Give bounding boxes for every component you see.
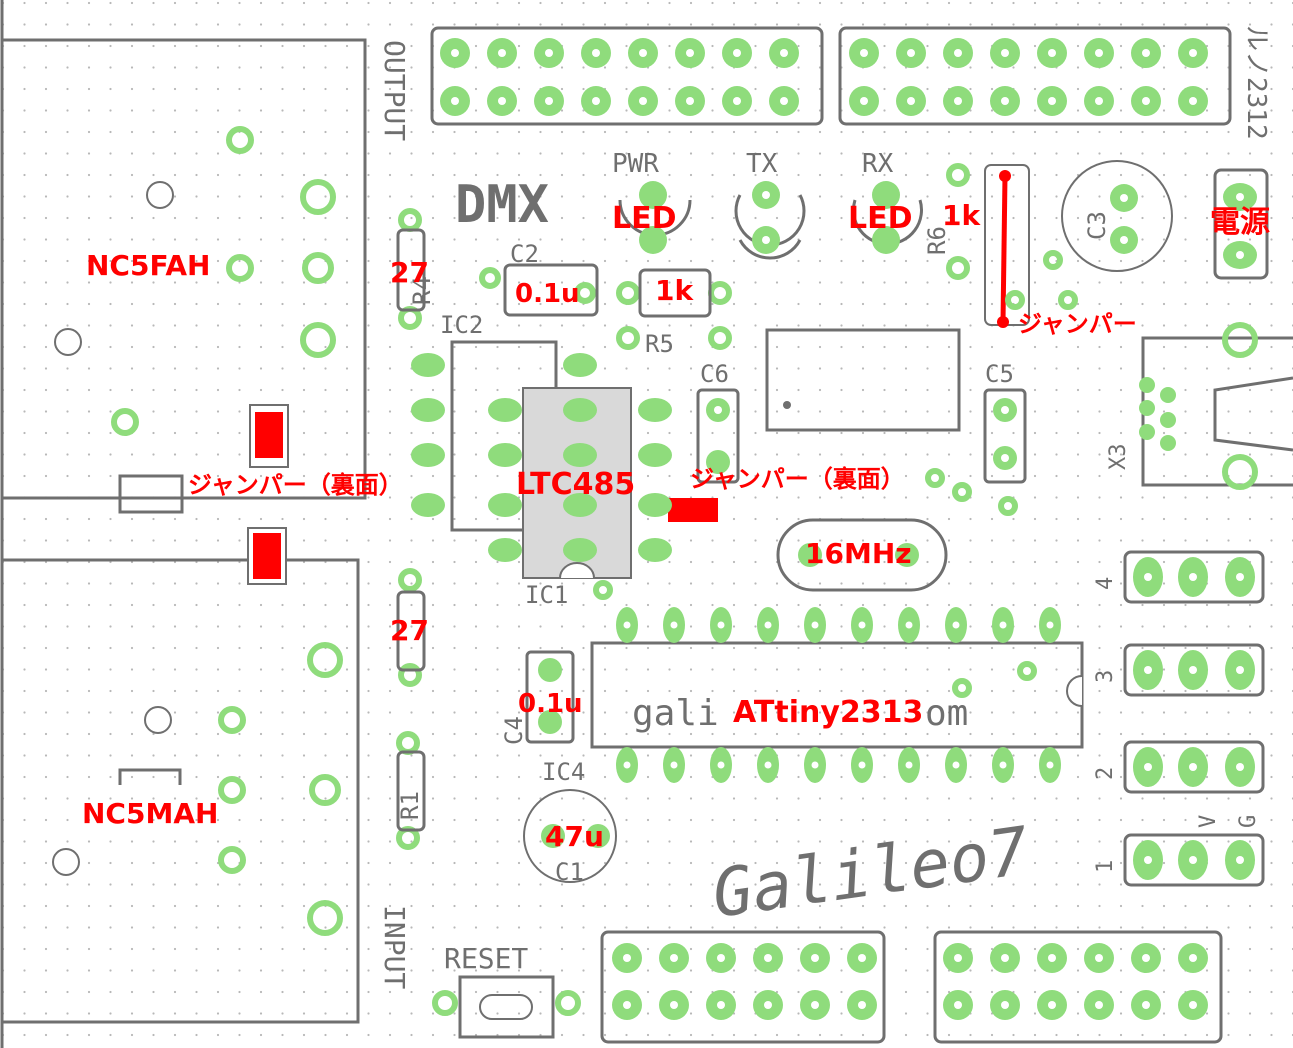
- label-c4: C4: [500, 716, 528, 745]
- label-r4: R4: [408, 276, 436, 305]
- annotation-jumper-top: ジャンパー: [1018, 310, 1137, 338]
- label-r1: R1: [396, 791, 424, 820]
- annotation-r-1k-right: 1k: [942, 199, 981, 232]
- annotation-r27-top: 27: [390, 256, 429, 289]
- label-r6: R6: [923, 226, 951, 255]
- annotation-led-rx: LED: [848, 201, 913, 236]
- xlr-male-connector: [2, 558, 360, 1024]
- annotation-mcu: ATtiny2313: [733, 695, 923, 730]
- annotations: NC5FAH NC5MAH 27 27 0.1u 1k 1k LED LED 電…: [82, 199, 1270, 853]
- ic4-attiny2313: [590, 607, 1084, 783]
- label-rx: RX: [862, 149, 894, 179]
- capacitor-c3: [1061, 160, 1173, 272]
- annotation-led-pwr: LED: [612, 201, 677, 236]
- annotation-xtal: 16MHz: [805, 537, 912, 570]
- ic1-ltc485: [522, 387, 672, 579]
- header-top-left: [430, 26, 824, 126]
- label-j3: 3: [1093, 670, 1118, 683]
- label-pwr: PWR: [612, 149, 659, 179]
- label-reset: RESET: [444, 942, 528, 975]
- connector-x3: [1139, 322, 1293, 490]
- annotation-nc5mah: NC5MAH: [82, 797, 218, 830]
- board-name: ルノ2312: [1241, 25, 1271, 140]
- header-bottom-left: [600, 930, 886, 1044]
- passive-pads: [396, 163, 1078, 850]
- label-j4: 4: [1093, 577, 1118, 590]
- label-ic2: IC2: [440, 311, 483, 339]
- label-x3: X3: [1106, 444, 1131, 471]
- label-ic4: IC4: [542, 758, 585, 786]
- led-rx: [852, 181, 923, 254]
- jumper-wire: [984, 164, 1030, 328]
- label-c3: C3: [1083, 211, 1111, 240]
- annotation-jumper-back-right: ジャンパー（裏面）: [690, 465, 905, 493]
- annotation-power: 電源: [1210, 205, 1270, 240]
- label-c2: C2: [510, 240, 539, 268]
- label-dmx: DMX: [455, 175, 549, 235]
- component-box: [765, 328, 961, 432]
- led-pwr: [618, 181, 692, 254]
- label-tx: TX: [746, 149, 778, 179]
- power-connector: [1213, 168, 1269, 280]
- label-c6: C6: [700, 360, 729, 388]
- label-j1: 1: [1093, 860, 1118, 873]
- label-ic1: IC1: [525, 581, 568, 609]
- ic4-chip-prefix: gali: [632, 693, 719, 734]
- annotation-c1-value: 47u: [545, 820, 604, 853]
- capacitor-c6: [696, 388, 740, 484]
- annotation-c4-value: 0.1u: [518, 689, 583, 719]
- label-j2: 2: [1093, 767, 1118, 780]
- label-v: V: [1196, 815, 1221, 828]
- annotation-r27-bottom: 27: [390, 614, 429, 647]
- label-r5: R5: [645, 330, 674, 358]
- crystal: [776, 518, 948, 592]
- label-g: G: [1236, 815, 1261, 828]
- annotation-c2-value: 0.1u: [515, 279, 580, 309]
- side-headers: [1123, 550, 1265, 887]
- capacitor-c1: [523, 789, 617, 883]
- header-top-right: [838, 26, 1232, 126]
- connector-tab: [118, 474, 184, 514]
- annotation-jumper-back-left: ジャンパー（裏面）: [188, 471, 403, 499]
- capacitor-c4: [525, 650, 575, 744]
- label-input: INPUT: [378, 905, 411, 989]
- annotation-r-1k-mid: 1k: [655, 274, 694, 307]
- label-c1: C1: [555, 858, 584, 886]
- label-output: OUTPUT: [378, 40, 411, 141]
- header-bottom-right: [933, 930, 1223, 1044]
- capacitor-c5: [983, 388, 1027, 484]
- annotation-ltc485: LTC485: [516, 467, 635, 502]
- annotation-nc5fah: NC5FAH: [86, 249, 210, 282]
- solder-jumpers: [247, 404, 718, 585]
- reset-switch: [432, 975, 581, 1039]
- ic4-chip-suffix: om: [925, 693, 968, 734]
- label-c5: C5: [985, 360, 1014, 388]
- led-tx: [734, 181, 806, 260]
- xlr-pads: [111, 126, 343, 936]
